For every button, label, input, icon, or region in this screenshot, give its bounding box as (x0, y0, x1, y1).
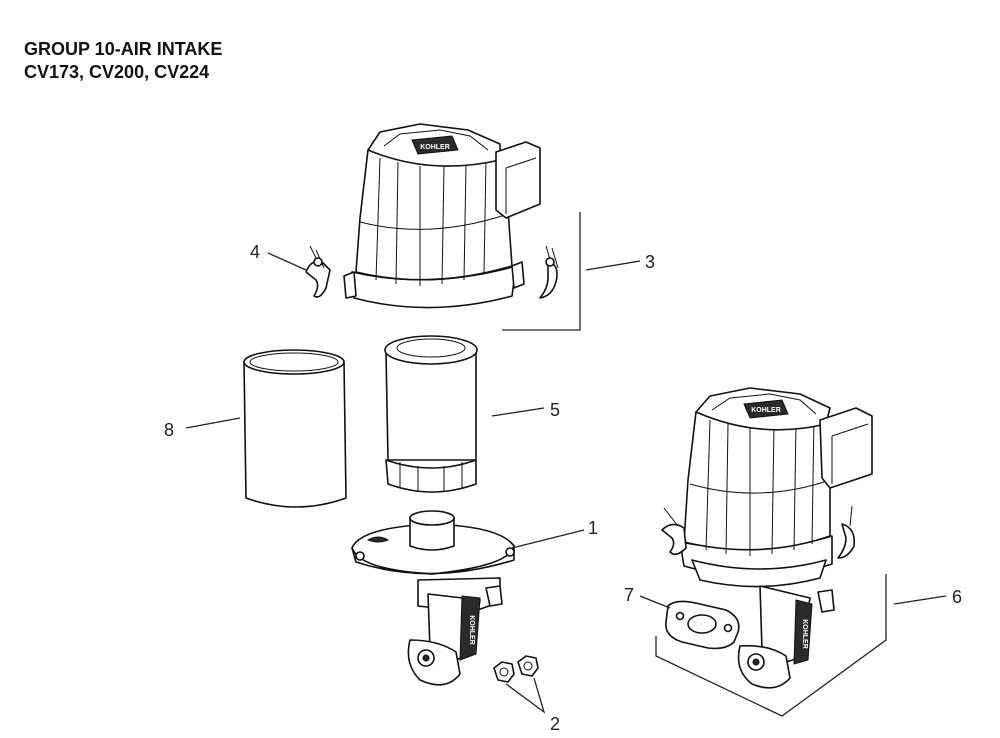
callout-8: 8 (164, 420, 174, 440)
callout-7: 7 (624, 585, 634, 605)
leader-2 (505, 677, 546, 714)
model-list: CV173, CV200, CV224 (24, 62, 210, 82)
assembly-base-logo-text: KOHLER (801, 619, 808, 649)
callout-5: 5 (550, 400, 560, 420)
retaining-clip-right (539, 245, 559, 299)
title-block: GROUP 10-AIR INTAKE CV173, CV200, CV224 (24, 38, 222, 84)
leader-7 (639, 595, 671, 609)
callout-1: 1 (588, 518, 598, 538)
leader-4 (267, 252, 307, 271)
base-logo-text: KOHLER (468, 615, 475, 645)
callout-4: 4 (250, 242, 260, 262)
leader-5 (491, 407, 545, 417)
hex-nuts (493, 655, 539, 683)
assembly-logo-text: KOHLER (751, 407, 781, 414)
page-title: GROUP 10-AIR INTAKE (24, 39, 223, 59)
air-cleaner-cover: KOHLER (343, 123, 541, 309)
cover-logo-text: KOHLER (420, 144, 450, 151)
callout-3: 3 (645, 252, 655, 272)
pre-cleaner-sleeve (243, 349, 347, 508)
air-cleaner-base: KOHLER (351, 510, 515, 686)
leader-8 (185, 417, 241, 429)
gasket (665, 600, 740, 650)
callout-6: 6 (952, 587, 962, 607)
assembled-air-cleaner: KOHLER KOHLER (661, 387, 873, 689)
leader-1 (511, 529, 585, 549)
bracket-6 (655, 574, 887, 717)
retaining-clip-left (305, 245, 331, 298)
bracket-3 (502, 212, 581, 331)
leader-3 (585, 260, 641, 271)
callout-2: 2 (550, 714, 560, 734)
leader-6 (893, 595, 947, 605)
air-filter-element (384, 335, 478, 493)
